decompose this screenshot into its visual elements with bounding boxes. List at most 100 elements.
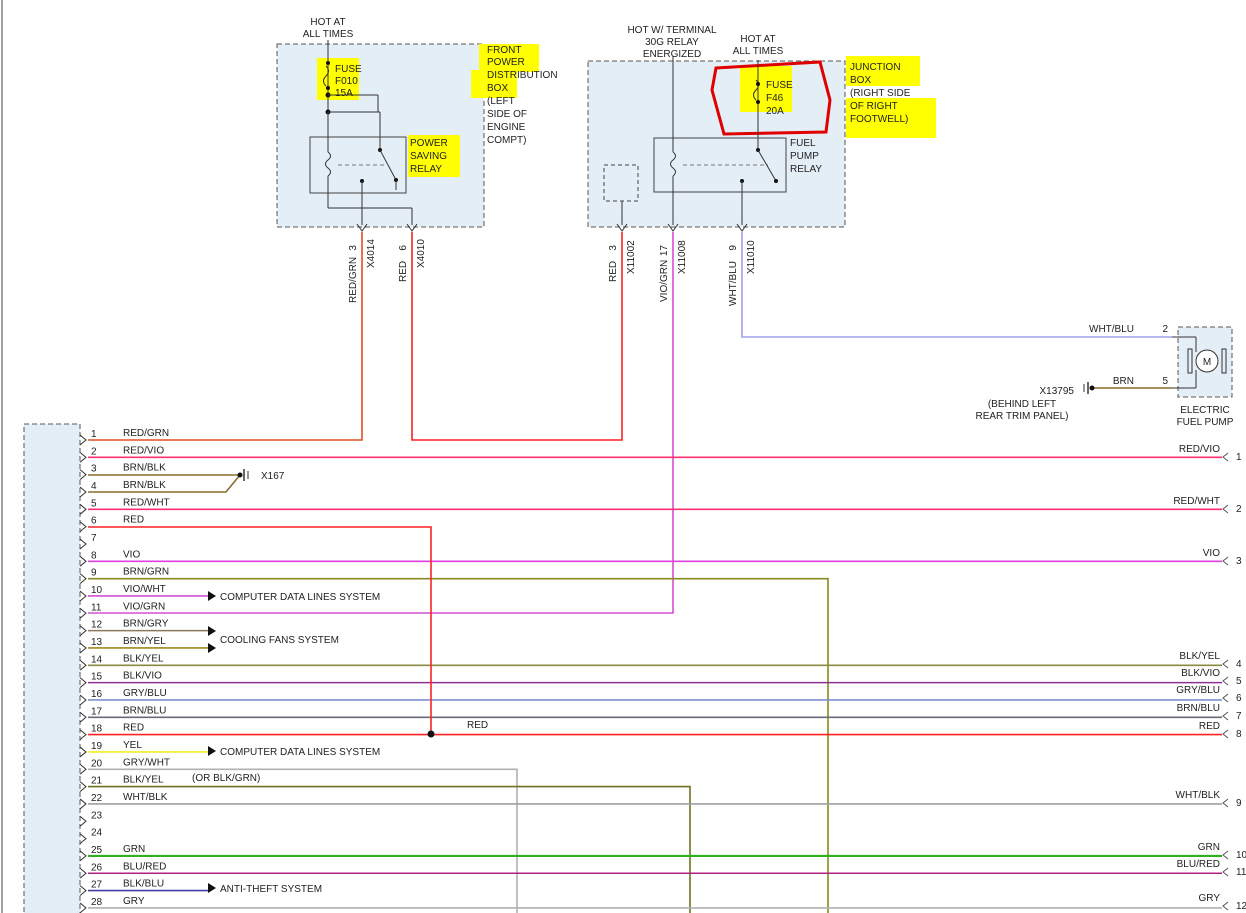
wire-color-label: WHT/BLK <box>1176 790 1221 801</box>
alt-color-note: (OR BLK/GRN) <box>192 773 260 784</box>
terminal <box>79 503 87 515</box>
wire <box>88 785 691 913</box>
svg-text:DISTRIBUTION: DISTRIBUTION <box>487 70 558 81</box>
terminal <box>1222 798 1229 808</box>
ground-x13795: X13795 (BEHIND LEFT REAR TRIM PANEL) <box>976 382 1172 422</box>
connector-x11008 <box>667 223 679 232</box>
terminal <box>79 729 87 740</box>
vertical-wires <box>88 232 1172 614</box>
terminal <box>1222 504 1229 514</box>
wire-color-label: BRN/BLU <box>1177 703 1220 714</box>
terminal <box>79 781 87 792</box>
svg-text:FUSE: FUSE <box>335 64 362 75</box>
pin-number: 24 <box>91 828 103 839</box>
motor-icon <box>1195 349 1219 373</box>
terminal <box>1222 676 1229 686</box>
svg-text:ALL TIMES: ALL TIMES <box>303 29 354 40</box>
svg-text:WHT/BLU: WHT/BLU <box>1089 324 1134 335</box>
terminal <box>79 521 87 533</box>
highlight <box>846 98 936 138</box>
left-row: 22 WHT/BLK <box>79 792 1222 810</box>
pin-number: 19 <box>91 741 103 752</box>
wire-color-label: BRN/GRN <box>123 567 169 578</box>
wire-color-label: BLK/VIO <box>123 671 162 682</box>
pin-number: 6 <box>91 516 97 527</box>
system-arrows: COMPUTER DATA LINES SYSTEM COOLING FANS … <box>208 591 380 895</box>
svg-text:RELAY: RELAY <box>410 164 442 175</box>
svg-text:BOX: BOX <box>850 75 871 86</box>
right-row: BLK/YEL 4 <box>1179 651 1242 670</box>
terminal <box>1222 556 1229 566</box>
terminal <box>1222 901 1229 911</box>
wire-color-label: RED/VIO <box>123 445 164 456</box>
svg-text:17: 17 <box>659 245 670 257</box>
svg-text:6: 6 <box>398 245 409 251</box>
pin-number: 7 <box>91 533 97 544</box>
terminal <box>79 590 87 602</box>
svg-text:OF RIGHT: OF RIGHT <box>850 101 898 112</box>
svg-text:X11008: X11008 <box>677 240 688 274</box>
relay-coil <box>325 151 331 177</box>
svg-text:3: 3 <box>608 245 619 251</box>
control-module-box <box>23 423 81 913</box>
wire-color-label: BLK/YEL <box>1179 651 1220 662</box>
pin-number: 11 <box>1236 867 1246 878</box>
red-splice: RED <box>88 526 488 738</box>
ground-x167: X167 <box>88 469 285 493</box>
svg-text:(RIGHT SIDE: (RIGHT SIDE <box>850 88 911 99</box>
svg-text:JUNCTION: JUNCTION <box>850 62 901 73</box>
pin-number: 3 <box>1236 556 1242 567</box>
terminal <box>1222 850 1229 860</box>
pin-number: 27 <box>91 880 103 891</box>
svg-text:RED: RED <box>467 720 488 731</box>
svg-text:HOT AT: HOT AT <box>310 17 345 28</box>
wire-color-label: BRN/YEL <box>123 636 166 647</box>
junction-box: FUSE F46 20A JUNCTION BOX (RIGHT SIDE OF… <box>587 56 936 232</box>
front-pin-labels: 3 X4014 RED/GRN 6 X4010 RED <box>348 239 427 303</box>
svg-text:ENGINE: ENGINE <box>487 122 526 133</box>
fuel-pump-relay <box>653 137 787 193</box>
pin-number: 16 <box>91 689 103 700</box>
right-row: GRY/BLU 6 <box>1176 685 1242 704</box>
terminal <box>79 451 87 463</box>
pin-number: 6 <box>1236 693 1242 704</box>
svg-text:30G RELAY: 30G RELAY <box>645 37 699 48</box>
wire-color-label: VIO <box>1203 548 1220 559</box>
svg-text:X167: X167 <box>261 471 285 482</box>
svg-text:20A: 20A <box>766 106 784 117</box>
svg-text:REAR TRIM PANEL): REAR TRIM PANEL) <box>976 411 1069 422</box>
svg-text:BRN: BRN <box>1113 376 1134 387</box>
pin-number: 22 <box>91 793 103 804</box>
pin-number: 26 <box>91 862 103 873</box>
pin-number: 25 <box>91 845 103 856</box>
pin-number: 7 <box>1236 711 1242 722</box>
wire-color-label: BLU/RED <box>123 861 166 872</box>
pin-number: 4 <box>1236 659 1242 670</box>
terminal <box>1222 452 1229 462</box>
pin-number: 15 <box>91 672 103 683</box>
pin-number: 23 <box>91 810 103 821</box>
left-row: 24 <box>79 828 103 844</box>
wire-color-label: BLU/RED <box>1177 859 1220 870</box>
wire-color-label: GRY/BLU <box>1176 685 1220 696</box>
connector-x4014 <box>356 223 368 232</box>
svg-text:5: 5 <box>1162 376 1168 387</box>
wire-color-label: RED/WHT <box>1173 496 1220 507</box>
pin-number: 8 <box>1236 729 1242 740</box>
wire-color-label: BLK/YEL <box>123 653 164 664</box>
svg-text:RED/GRN: RED/GRN <box>348 257 359 303</box>
electric-fuel-pump: M WHT/BLU 2 BRN 5 ELECTRIC FUEL PUMP <box>1089 324 1234 428</box>
terminal <box>79 642 87 654</box>
terminal <box>79 434 87 446</box>
